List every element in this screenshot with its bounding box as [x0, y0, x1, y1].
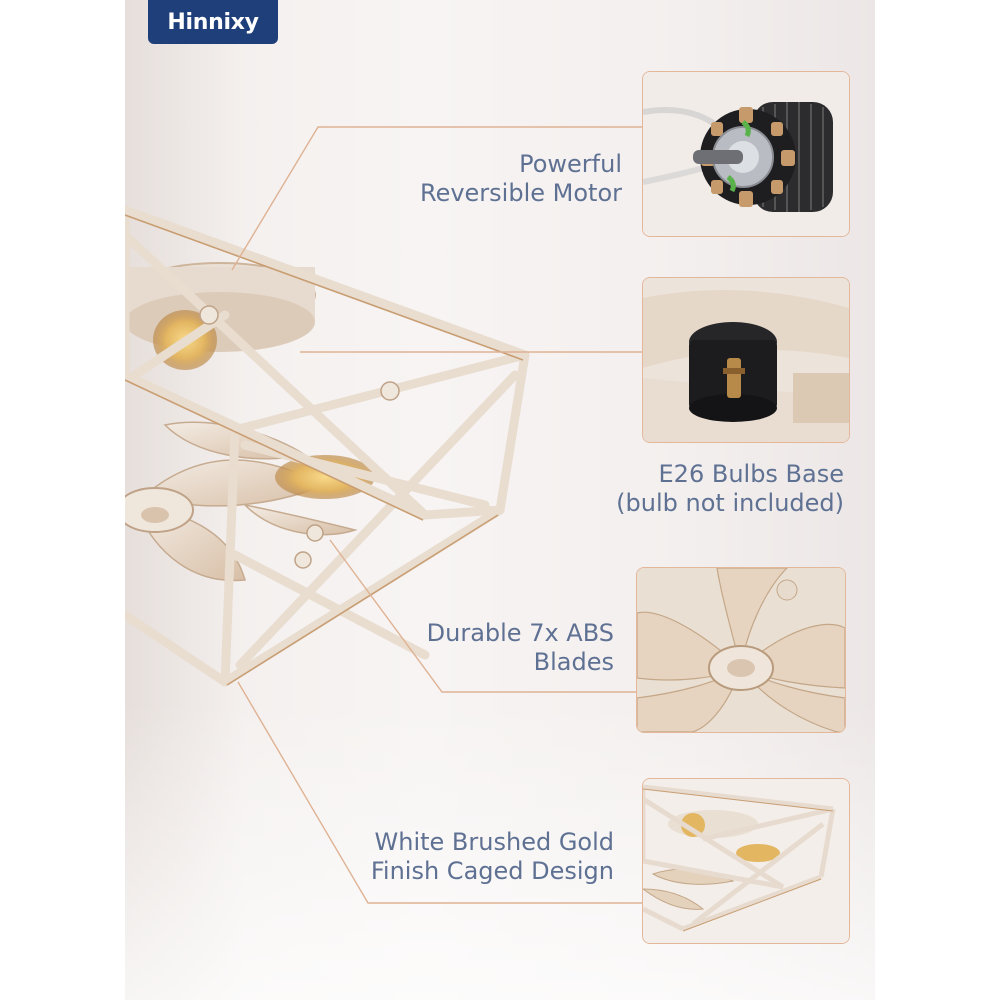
- motor-thumbnail: [642, 71, 850, 237]
- motor-icon: [643, 72, 849, 236]
- feature-label-line: (bulb not included): [616, 489, 844, 517]
- blades-thumbnail: [636, 567, 846, 733]
- feature-label-line: Blades: [533, 648, 614, 676]
- fan-blades-icon: [637, 568, 845, 732]
- feature-label-motor: Powerful Reversible Motor: [370, 150, 622, 208]
- bulb-socket-icon: [643, 278, 849, 442]
- cage-edge-gold: [125, 214, 524, 686]
- feature-label-line: Finish Caged Design: [370, 857, 614, 885]
- feature-label-cage: White Brushed Gold Finish Caged Design: [330, 828, 614, 886]
- bulb: [275, 455, 375, 499]
- feature-label-bulb: E26 Bulbs Base (bulb not included): [580, 460, 844, 518]
- cage-frame: [125, 205, 530, 687]
- callout-line-cage: [237, 681, 642, 904]
- bulb-socket-thumbnail: [642, 277, 850, 443]
- feature-label-line: White Brushed Gold: [374, 828, 614, 856]
- feature-label-line: Durable 7x ABS: [426, 619, 614, 647]
- cage-thumbnail: [642, 778, 850, 944]
- cage-icon: [643, 779, 849, 943]
- brand-logo: Hinnixy: [148, 0, 278, 44]
- feature-label-line: Powerful: [519, 150, 622, 178]
- feature-label-line: E26 Bulbs Base: [658, 460, 844, 488]
- callout-line-motor: [231, 126, 642, 271]
- callout-line-blades: [329, 539, 636, 693]
- feature-label-line: Reversible Motor: [419, 179, 622, 207]
- caged-ceiling-fan-image: [125, 205, 530, 687]
- feature-label-blades: Durable 7x ABS Blades: [390, 619, 614, 677]
